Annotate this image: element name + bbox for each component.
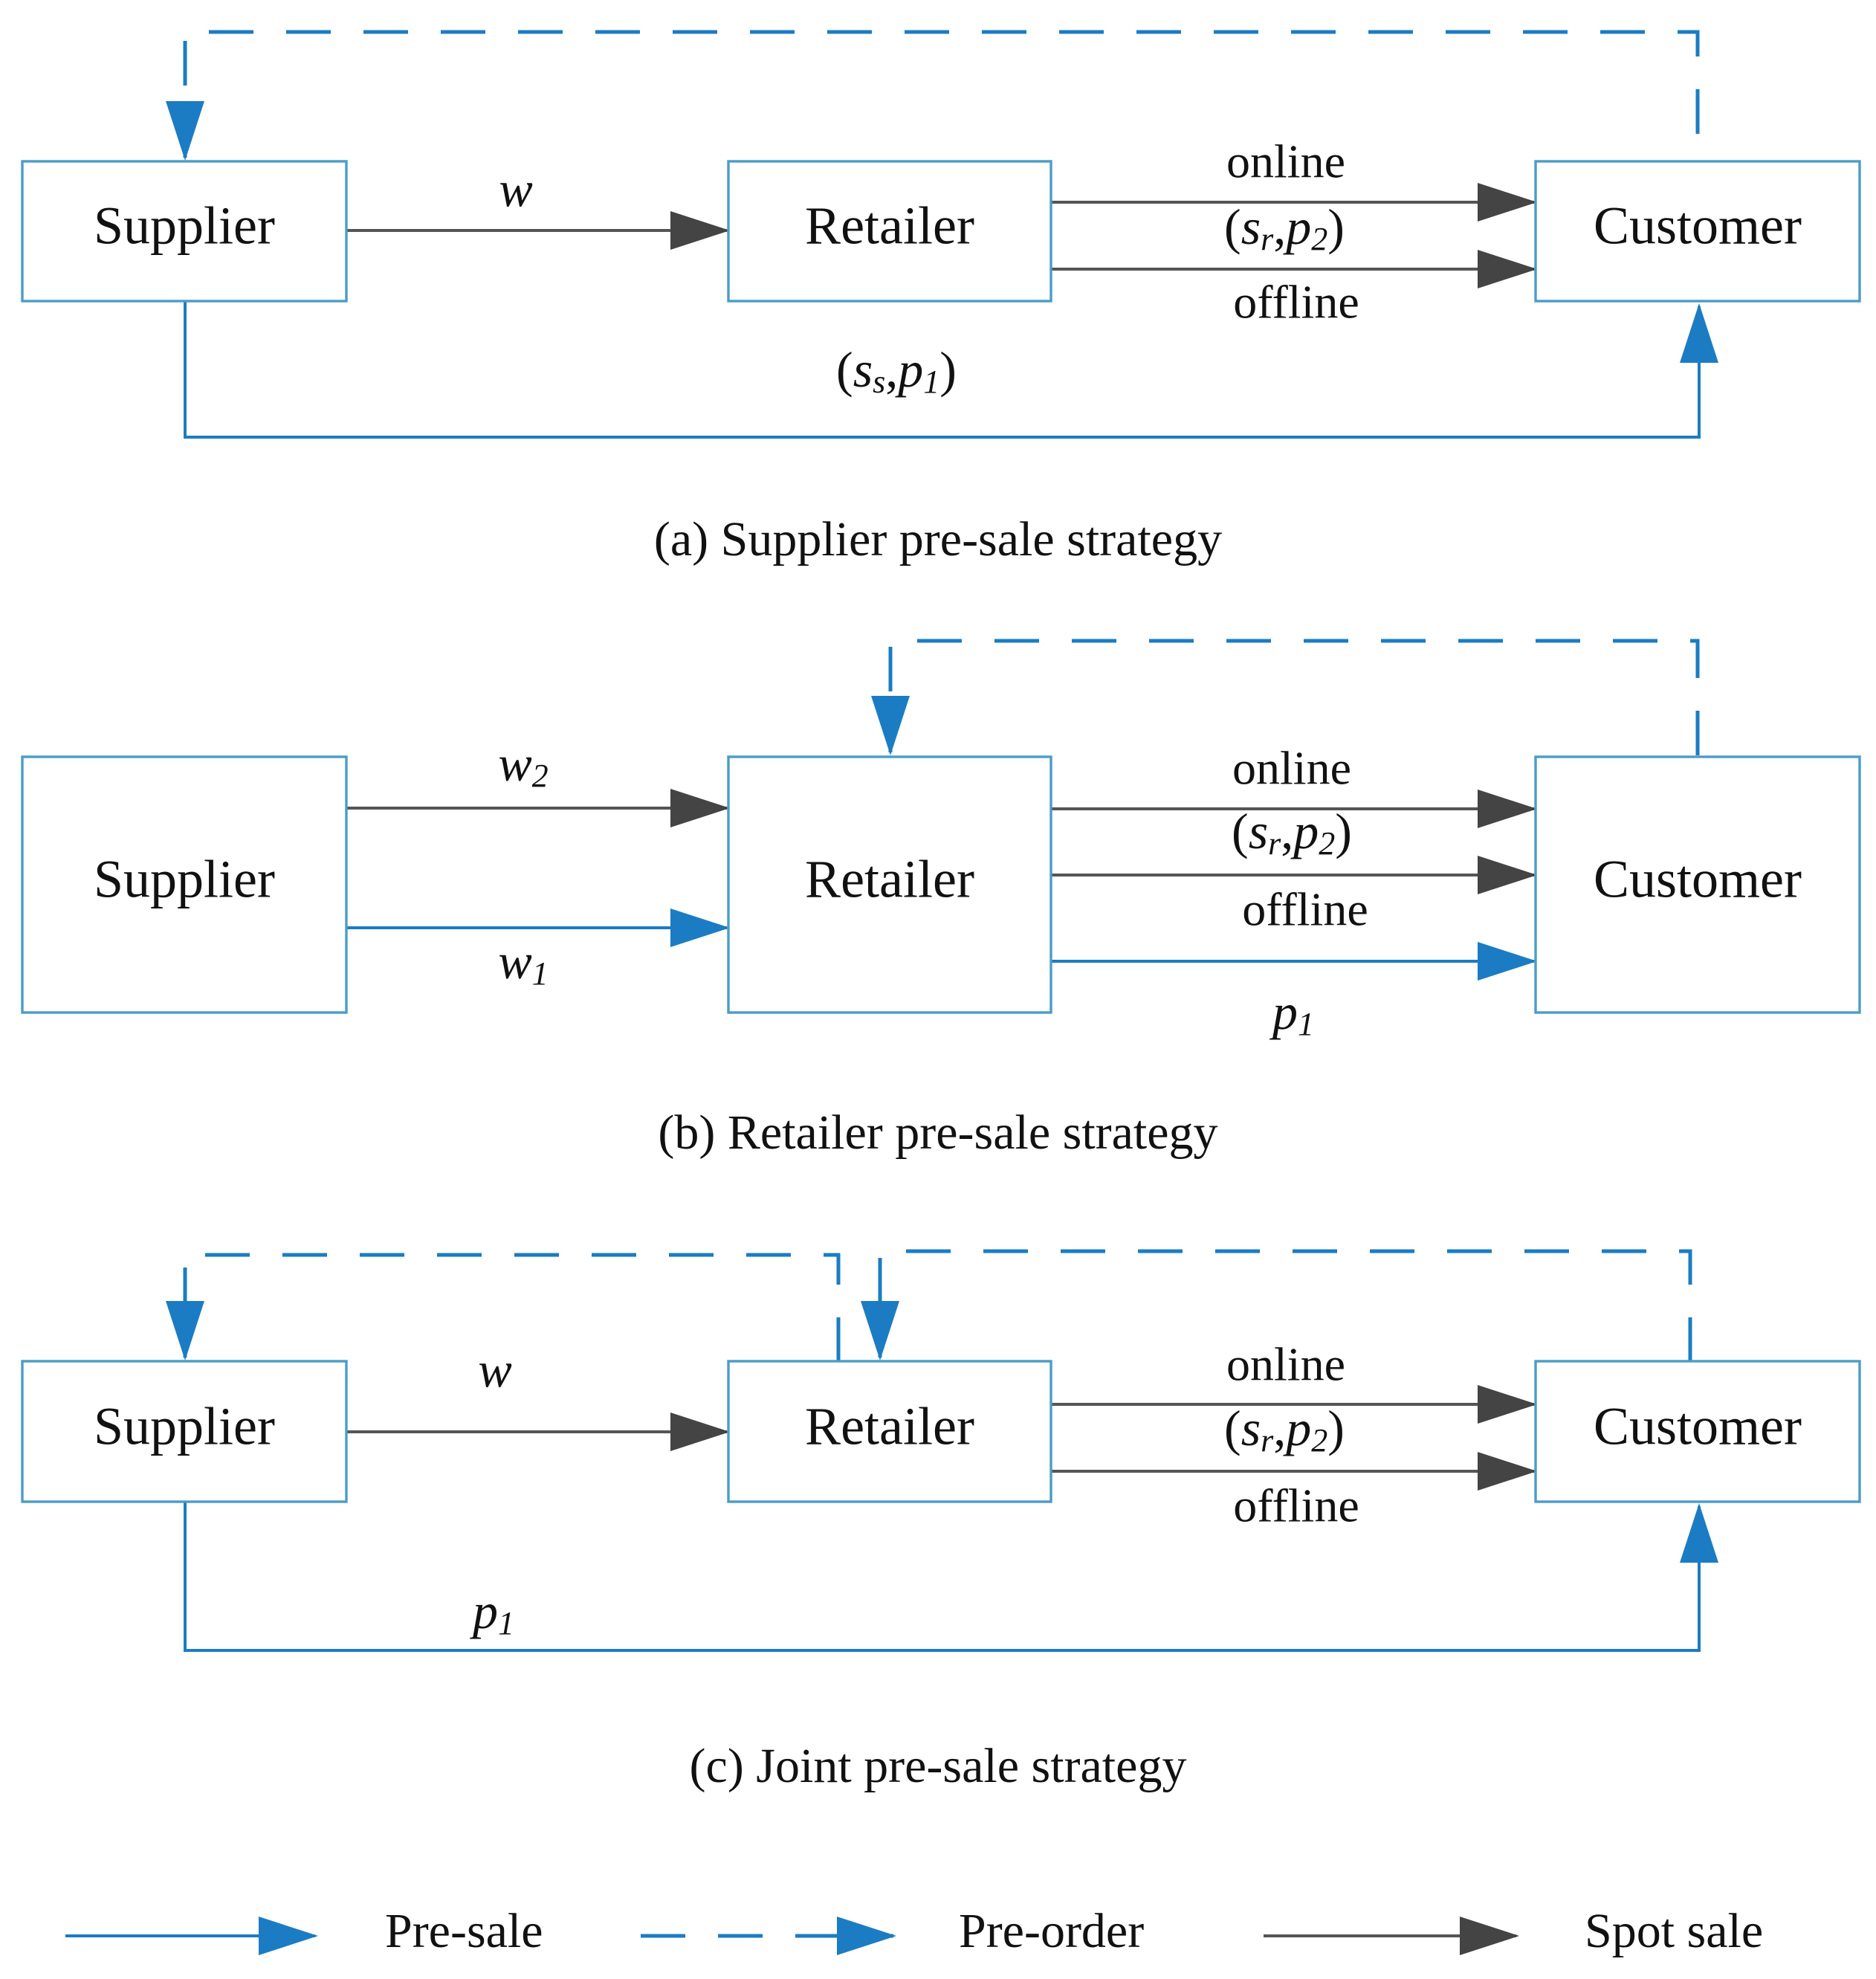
caption-b: (b) Retailer pre-sale strategy bbox=[658, 1105, 1217, 1160]
wholesale-price-label: w bbox=[499, 161, 532, 218]
caption-c: (c) Joint pre-sale strategy bbox=[690, 1739, 1187, 1793]
supplier-presale-price-label: (ss,p1) bbox=[836, 341, 957, 400]
online-label: online bbox=[1226, 1338, 1345, 1391]
retail-price-label: (sr,p2) bbox=[1224, 198, 1345, 257]
online-label: online bbox=[1232, 742, 1351, 795]
customer-box-a: Customer bbox=[1534, 160, 1861, 303]
online-label: online bbox=[1226, 135, 1345, 188]
customer-label: Customer bbox=[1594, 850, 1802, 909]
panel-c: Supplier Retailer Customer w online (sr,… bbox=[21, 1249, 1861, 1793]
offline-label: offline bbox=[1233, 276, 1359, 329]
retailer-label: Retailer bbox=[805, 1397, 974, 1456]
presale-arrow-c bbox=[184, 1502, 1718, 1652]
legend-item-preorder: Pre-order bbox=[641, 1904, 1144, 1958]
legend-presale-label: Pre-sale bbox=[385, 1904, 543, 1958]
legend-spot-sale-label: Spot sale bbox=[1585, 1904, 1763, 1958]
retailer-box-c: Retailer bbox=[727, 1360, 1052, 1503]
panel-a: Supplier Retailer Customer w online offl… bbox=[21, 30, 1861, 566]
supplier-box-c: Supplier bbox=[21, 1360, 348, 1503]
legend-item-presale: Pre-sale bbox=[65, 1904, 543, 1958]
retailer-label: Retailer bbox=[805, 196, 974, 256]
offline-label: offline bbox=[1242, 883, 1368, 936]
preorder-arrow-a bbox=[166, 30, 1700, 161]
offline-label: offline bbox=[1233, 1479, 1359, 1532]
retailer-box-b: Retailer bbox=[727, 755, 1052, 1014]
supplier-label: Supplier bbox=[94, 850, 275, 909]
preorder-arrow-retailer-supplier-c bbox=[166, 1253, 841, 1362]
supplier-box-a: Supplier bbox=[21, 160, 348, 303]
presale-price-p1-label: p1 bbox=[1269, 984, 1314, 1042]
retail-price-label: (sr,p2) bbox=[1224, 1400, 1345, 1459]
wholesale-price-w1-label: w1 bbox=[498, 933, 548, 992]
retail-price-label: (sr,p2) bbox=[1232, 803, 1352, 862]
legend-preorder-label: Pre-order bbox=[959, 1904, 1144, 1958]
retailer-label: Retailer bbox=[805, 850, 974, 909]
wholesale-price-w2-label: w2 bbox=[498, 735, 548, 794]
presale-arrow-a bbox=[184, 301, 1718, 439]
presale-price-p1-label: p1 bbox=[470, 1583, 514, 1641]
customer-box-b: Customer bbox=[1534, 755, 1861, 1014]
wholesale-price-label: w bbox=[478, 1342, 511, 1398]
supplier-label: Supplier bbox=[94, 1397, 275, 1456]
legend-item-spot-sale: Spot sale bbox=[1264, 1904, 1763, 1958]
preorder-arrow-b bbox=[871, 639, 1700, 755]
supplier-box-b: Supplier bbox=[21, 755, 348, 1014]
retailer-box-a: Retailer bbox=[727, 160, 1052, 303]
customer-box-c: Customer bbox=[1534, 1360, 1861, 1503]
panel-b: Supplier Retailer Customer w2 w1 online … bbox=[21, 639, 1861, 1160]
supplier-label: Supplier bbox=[94, 196, 275, 256]
caption-a: (a) Supplier pre-sale strategy bbox=[654, 512, 1222, 566]
legend: Pre-sale Pre-order Spot sale bbox=[65, 1904, 1763, 1958]
customer-label: Customer bbox=[1594, 1397, 1802, 1456]
customer-label: Customer bbox=[1594, 196, 1802, 256]
